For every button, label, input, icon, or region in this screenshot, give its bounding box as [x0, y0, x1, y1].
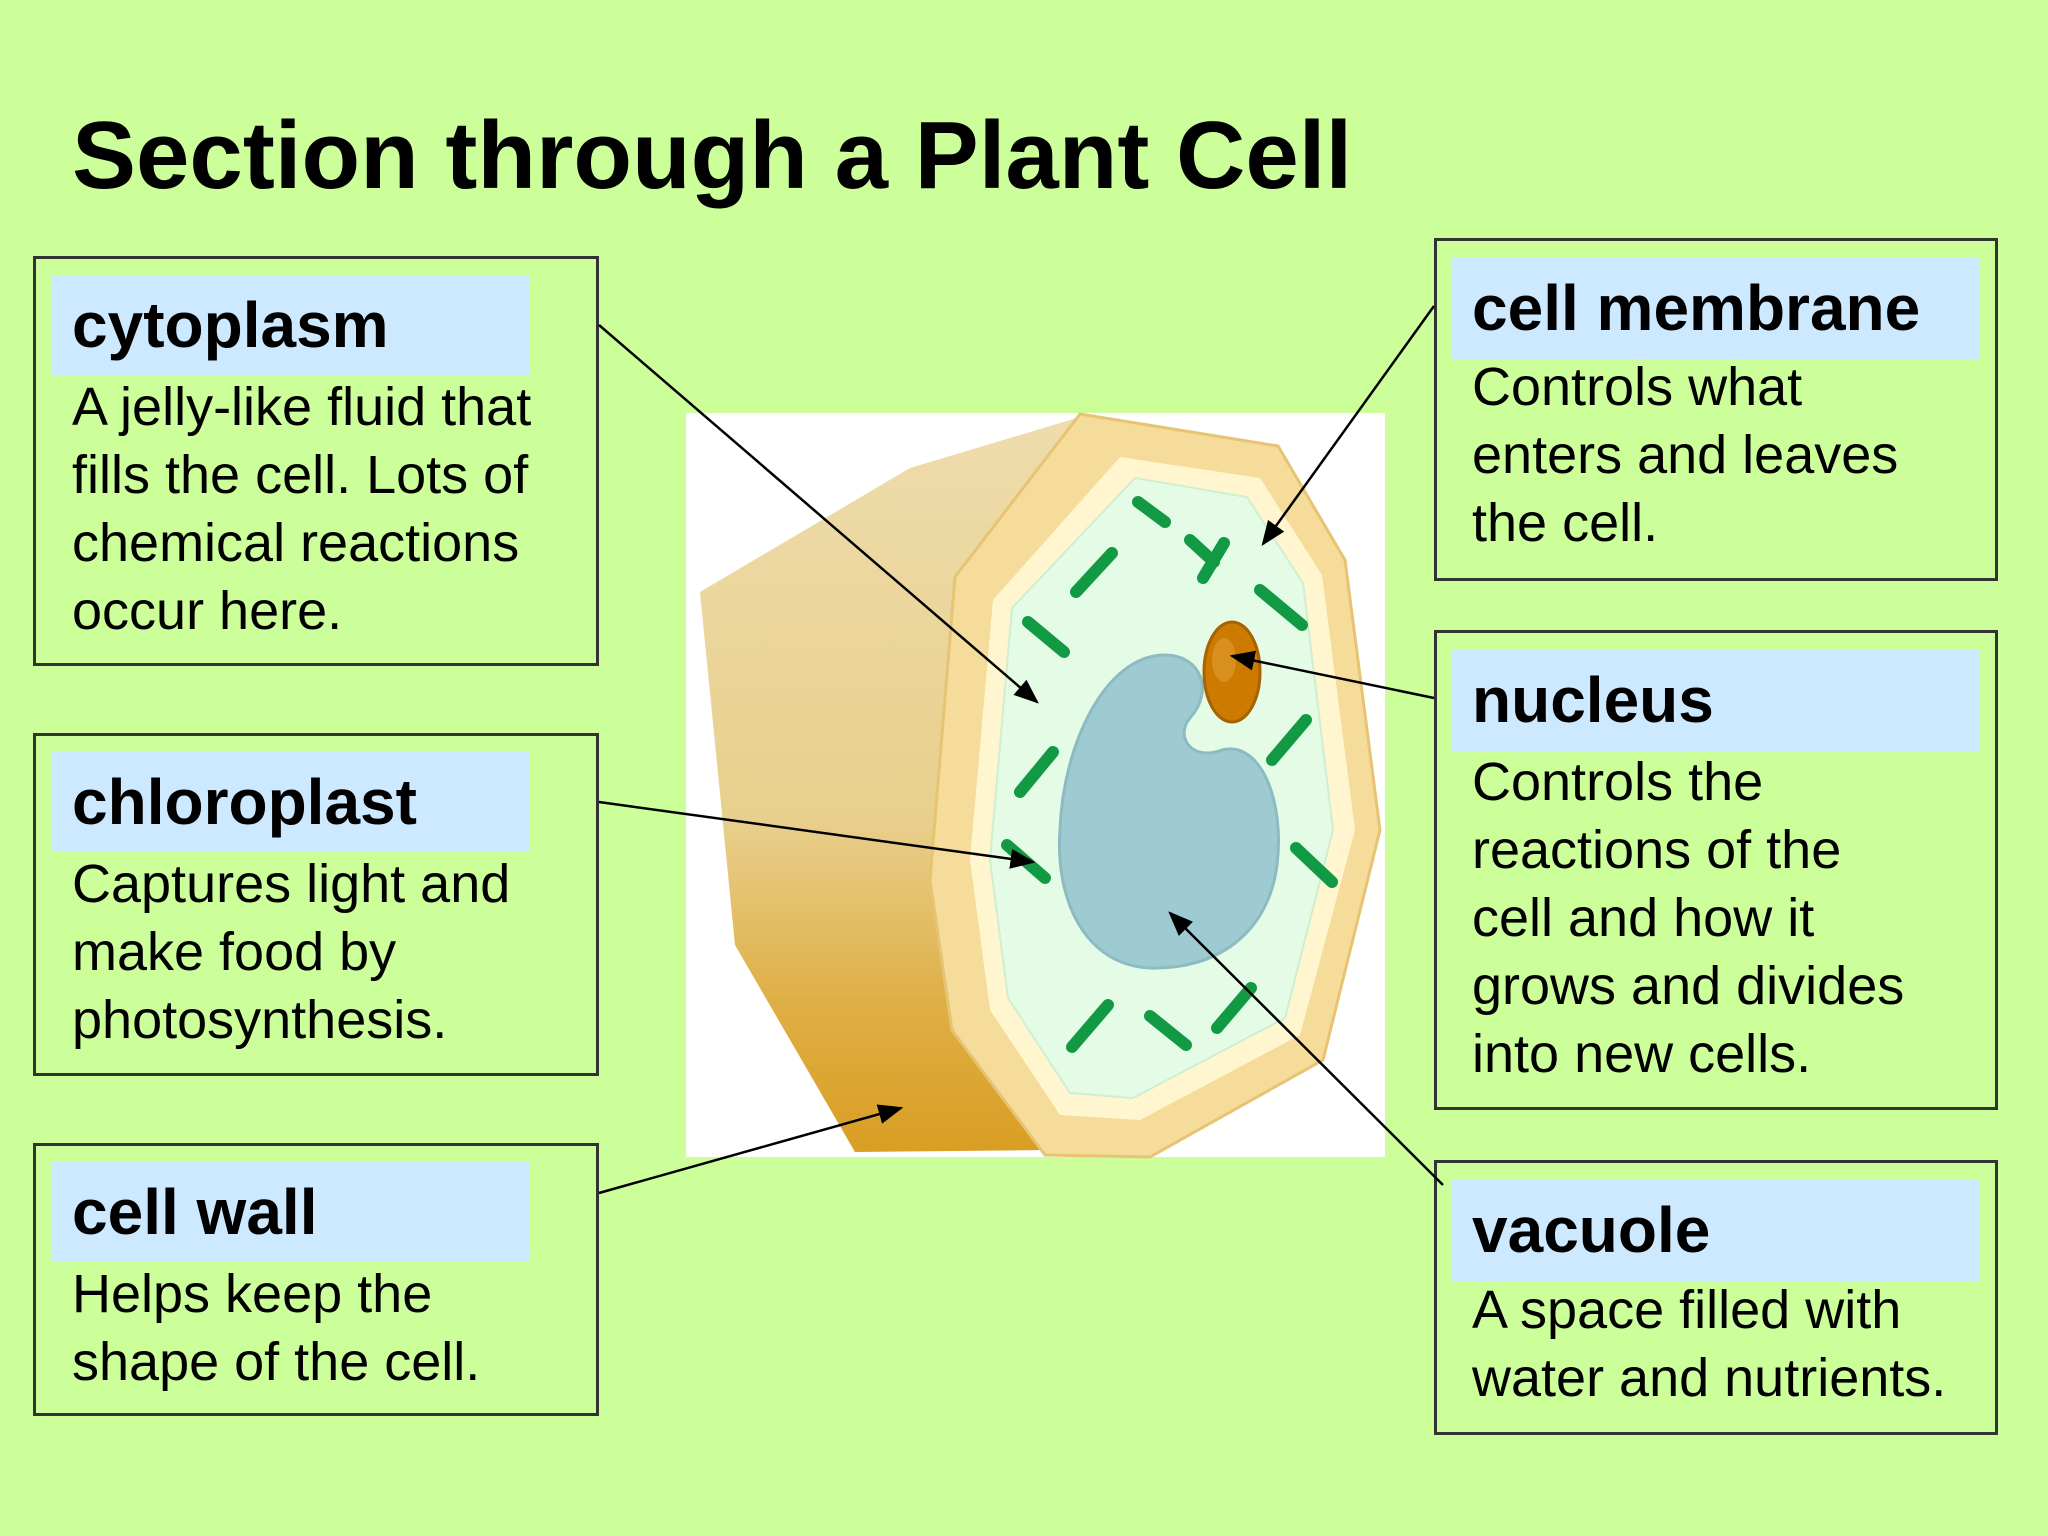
leader-line-cytoplasm [598, 324, 1039, 704]
text-line: the cell. [1472, 493, 1659, 553]
chloroplast-shape [1132, 496, 1171, 528]
text-line: reactions of the [1472, 820, 1842, 880]
label-box-vacuole [1434, 1160, 1998, 1435]
label-heading-cell-membrane: cell membrane [1452, 257, 1980, 359]
label-heading-vacuole: vacuole [1452, 1179, 1980, 1281]
text-line: Controls the [1472, 752, 1764, 812]
leader-lines [598, 305, 1444, 1195]
label-box-cytoplasm [33, 256, 599, 666]
chloroplast-shape [1066, 999, 1114, 1053]
chloroplast-shape [1290, 842, 1338, 888]
chloroplast-shape [1266, 714, 1312, 766]
vacuole-shape [1057, 653, 1280, 970]
chloroplast-shape [1197, 537, 1230, 584]
text-line: occur here. [72, 581, 343, 641]
label-box-cell-membrane [1434, 238, 1998, 581]
label-box-cell-wall [33, 1143, 599, 1416]
label-text-cytoplasm: A jelly-like fluid that fills the cell. … [72, 373, 531, 645]
text-line: photosynthesis. [72, 990, 448, 1050]
page-title: Section through a Plant Cell [72, 102, 1353, 209]
chloroplast-shape [1144, 1010, 1192, 1051]
chloroplast-shape [1022, 616, 1070, 658]
leader-line-cell-membrane [1261, 305, 1436, 547]
label-heading-cytoplasm: cytoplasm [52, 275, 530, 375]
label-text-cell-wall: Helps keep the shape of the cell. [72, 1260, 480, 1396]
label-text-vacuole: A space filled with water and nutrients. [1472, 1276, 1946, 1412]
text-line: fills the cell. Lots of [72, 445, 529, 505]
text-line: into new cells. [1472, 1024, 1812, 1084]
label-box-chloroplast [33, 733, 599, 1076]
leader-line-cell-wall [598, 1104, 904, 1195]
label-text-nucleus: Controls the reactions of the cell and h… [1472, 748, 1904, 1088]
label-heading-chloroplast: chloroplast [52, 752, 530, 852]
text-line: grows and divides [1472, 956, 1905, 1016]
leader-line-vacuole [1168, 911, 1444, 1186]
text-line: A jelly-like fluid that [72, 377, 532, 437]
text-line: Controls what [1472, 357, 1803, 417]
text-line: chemical reactions [72, 513, 520, 573]
chloroplast-shape [1254, 584, 1308, 631]
text-line: A space filled with [1472, 1280, 1902, 1340]
cell-wall-side [700, 417, 1080, 1152]
label-heading-nucleus: nucleus [1452, 649, 1980, 751]
label-box-nucleus [1434, 630, 1998, 1110]
label-text-cell-membrane: Controls what enters and leaves the cell… [1472, 353, 1898, 557]
label-heading-cell-wall: cell wall [52, 1162, 530, 1262]
chloroplast-shape [1211, 982, 1257, 1034]
chloroplast-shape [1014, 746, 1059, 798]
chloroplasts [1001, 496, 1338, 1053]
nucleus-highlight [1212, 638, 1236, 682]
chloroplast-shape [1070, 547, 1118, 598]
text-line: water and nutrients. [1472, 1348, 1947, 1408]
leader-line-chloroplast [598, 800, 1036, 869]
text-line: Captures light and [72, 854, 511, 914]
text-line: enters and leaves [1472, 425, 1899, 485]
text-line: cell and how it [1472, 888, 1815, 948]
text-line: shape of the cell. [72, 1332, 481, 1392]
text-line: Helps keep the [72, 1264, 433, 1324]
leader-line-nucleus [1229, 650, 1435, 700]
label-text-chloroplast: Captures light and make food by photosyn… [72, 850, 510, 1054]
text-line: make food by [72, 922, 397, 982]
